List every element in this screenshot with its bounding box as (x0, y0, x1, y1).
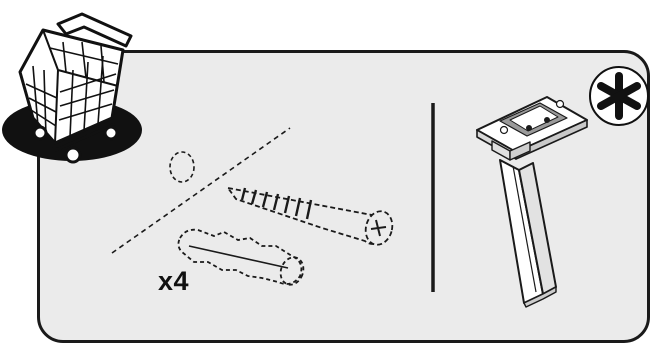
quantity-label: x4 (158, 266, 190, 296)
asterisk-icon (589, 66, 649, 126)
shopping-cart-icon (2, 12, 142, 164)
drill-hole-icon (169, 151, 195, 183)
screw-icon (225, 186, 394, 246)
mounting-bracket-leg-icon (476, 96, 588, 308)
wall-plug-icon (177, 228, 305, 286)
drill-axis-line (111, 127, 291, 254)
